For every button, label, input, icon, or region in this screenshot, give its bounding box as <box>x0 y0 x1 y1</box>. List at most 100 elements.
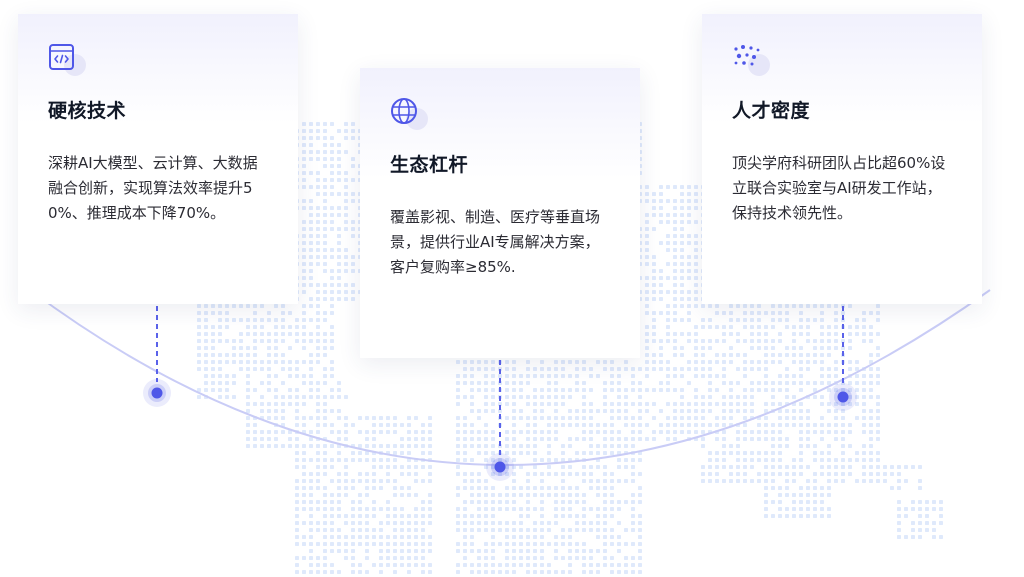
map-dot <box>904 535 908 539</box>
map-dot <box>757 458 761 462</box>
map-dot <box>239 339 243 343</box>
map-dot <box>596 465 600 469</box>
map-dot <box>876 353 880 357</box>
map-dot <box>687 192 691 196</box>
map-dot <box>337 535 341 539</box>
map-dot <box>799 465 803 469</box>
map-dot <box>484 381 488 385</box>
map-dot <box>666 241 670 245</box>
map-dot <box>652 206 656 210</box>
map-dot <box>680 220 684 224</box>
map-dot <box>694 241 698 245</box>
map-dot <box>309 556 313 560</box>
map-dot <box>260 402 264 406</box>
map-dot <box>253 430 257 434</box>
map-dot <box>526 451 530 455</box>
map-dot <box>386 521 390 525</box>
map-dot <box>715 437 719 441</box>
map-dot <box>337 479 341 483</box>
map-dot <box>715 311 719 315</box>
map-dot <box>918 507 922 511</box>
map-dot <box>659 430 663 434</box>
map-dot <box>750 430 754 434</box>
map-dot <box>330 409 334 413</box>
map-dot <box>491 402 495 406</box>
map-dot <box>533 409 537 413</box>
map-dot <box>309 185 313 189</box>
map-dot <box>316 486 320 490</box>
map-dot <box>365 556 369 560</box>
map-dot <box>561 423 565 427</box>
map-dot <box>386 479 390 483</box>
map-dot <box>589 367 593 371</box>
map-dot <box>309 563 313 567</box>
map-dot <box>211 325 215 329</box>
map-dot <box>358 570 362 574</box>
map-dot <box>904 507 908 511</box>
map-dot <box>246 374 250 378</box>
map-dot <box>295 570 299 574</box>
map-dot <box>288 311 292 315</box>
map-dot <box>428 423 432 427</box>
map-dot <box>337 528 341 532</box>
map-dot <box>834 332 838 336</box>
map-dot <box>477 549 481 553</box>
map-dot <box>344 171 348 175</box>
map-dot <box>834 346 838 350</box>
map-dot <box>792 479 796 483</box>
map-dot <box>365 535 369 539</box>
map-dot <box>246 402 250 406</box>
map-dot <box>715 353 719 357</box>
map-dot <box>764 353 768 357</box>
map-dot <box>323 150 327 154</box>
map-dot <box>680 283 684 287</box>
map-dot <box>603 528 607 532</box>
map-dot <box>701 346 705 350</box>
map-dot <box>526 472 530 476</box>
map-dot <box>316 556 320 560</box>
map-dot <box>799 388 803 392</box>
map-dot <box>687 199 691 203</box>
map-dot <box>869 423 873 427</box>
map-dot <box>470 528 474 532</box>
map-dot <box>302 150 306 154</box>
map-dot <box>561 451 565 455</box>
map-dot <box>267 332 271 336</box>
map-dot <box>477 500 481 504</box>
map-dot <box>827 332 831 336</box>
map-dot <box>316 339 320 343</box>
map-dot <box>708 304 712 308</box>
map-dot <box>799 472 803 476</box>
map-dot <box>400 556 404 560</box>
map-dot <box>365 521 369 525</box>
map-dot <box>477 444 481 448</box>
map-dot <box>813 458 817 462</box>
map-dot <box>358 451 362 455</box>
map-dot <box>519 542 523 546</box>
map-dot <box>575 542 579 546</box>
map-dot <box>498 563 502 567</box>
map-dot <box>211 360 215 364</box>
map-dot <box>771 437 775 441</box>
map-dot <box>491 409 495 413</box>
map-dot <box>617 437 621 441</box>
map-dot <box>673 206 677 210</box>
map-dot <box>218 360 222 364</box>
map-dot <box>939 500 943 504</box>
map-dot <box>785 465 789 469</box>
map-dot <box>610 542 614 546</box>
map-dot <box>379 521 383 525</box>
map-dot <box>330 360 334 364</box>
map-dot <box>519 409 523 413</box>
map-dot <box>645 325 649 329</box>
map-dot <box>477 556 481 560</box>
map-dot <box>673 353 677 357</box>
map-dot <box>295 374 299 378</box>
map-dot <box>358 493 362 497</box>
map-dot <box>722 374 726 378</box>
map-dot <box>337 157 341 161</box>
map-dot <box>778 311 782 315</box>
map-dot <box>841 472 845 476</box>
map-dot <box>694 430 698 434</box>
map-dot <box>855 402 859 406</box>
